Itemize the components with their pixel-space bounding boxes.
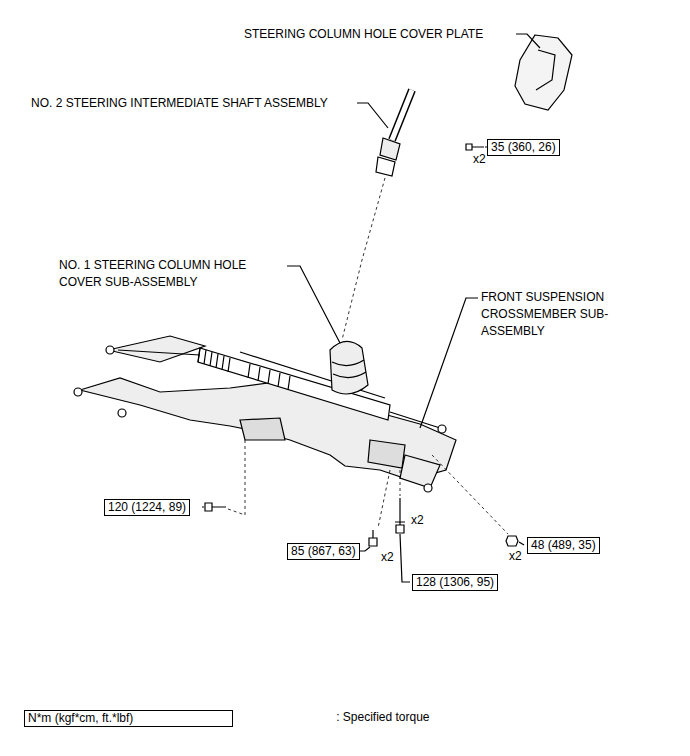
legend-torque-box: N*m (kgf*cm, ft.*lbf): Specified torque [24,710,233,727]
torque-value: 85 (867, 63) [291,544,356,558]
bolt-120 [205,503,226,511]
ball-joint [118,409,126,417]
torque-value: N*m (kgf*cm, ft.*lbf) [28,711,133,725]
ball-joint [106,346,114,354]
part-name: STEERING COLUMN HOLE COVER PLATE [243,26,484,43]
leader-line [516,34,540,48]
leader-line [400,534,410,582]
quantity-label: x2 [472,151,487,168]
torque-value: 35 (360, 26) [491,140,556,154]
part-name: NO. 1 STEERING COLUMN HOLE COVER SUB-ASS… [58,257,282,291]
part-name: NO. 2 STEERING INTERMEDIATE SHAFT ASSEMB… [30,95,329,112]
torque-value: 48 (489, 35) [531,538,596,552]
leader-line [287,266,340,343]
column-boot [330,341,368,394]
cover-plate [515,35,572,110]
rack-boot [198,348,290,390]
dashed-line [342,178,385,340]
legend-text: : Specified torque [334,710,429,724]
torque-value: 120 (1224, 89) [108,500,186,514]
u-joint [380,138,400,160]
torque-box: 85 (867, 63) [287,543,360,560]
torque-box: 120 (1224, 89) [104,499,190,516]
ball-joint [438,425,446,433]
column-boot-ribs [332,360,366,378]
lower-arm-right [400,455,440,488]
yoke [376,157,395,176]
dashed-line [400,470,401,496]
dashed-line [378,470,390,528]
bolt-35 [466,144,484,150]
mount-left [240,418,285,440]
tie-rod-right [390,412,440,428]
shaft [392,90,412,140]
torque-box: 48 (489, 35) [527,537,600,554]
leader-line [202,506,204,507]
leader-line [420,298,478,428]
quantity-label: x2 [380,549,395,566]
upper-arm [108,336,205,362]
quantity-label: x2 [410,512,425,529]
dashed-line [432,455,508,534]
ball-joint [424,484,432,492]
mount-right [368,440,405,468]
dashed-line [228,440,245,515]
torque-box: 35 (360, 26) [487,139,560,156]
cover-plate-detail [536,50,555,90]
shaft-core [392,90,412,140]
torque-box: 128 (1306, 95) [412,574,498,591]
bolt-85 [369,530,377,546]
crossmember [80,378,456,480]
leader-line [357,103,388,128]
part-name: FRONT SUSPENSION CROSSMEMBER SUB-ASSEMBL… [480,289,622,340]
tie-rod-left [118,350,200,355]
ball-joint [74,388,82,396]
leader-line [519,542,524,545]
bolt-128 [395,498,405,533]
nut-48 [506,536,518,546]
torque-value: 128 (1306, 95) [416,575,494,589]
quantity-label: x2 [508,548,523,565]
